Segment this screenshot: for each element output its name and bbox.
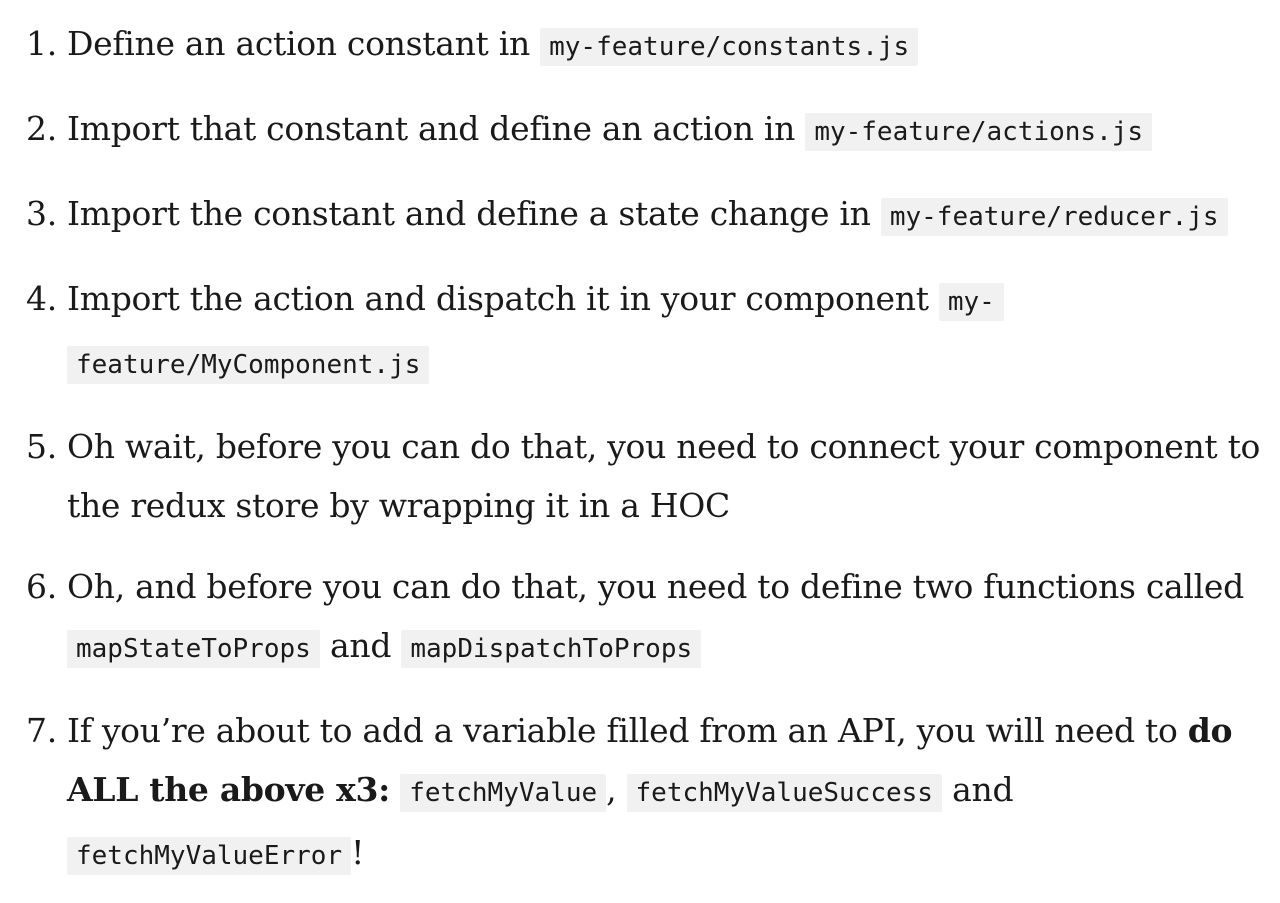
inline-code: my-feature/constants.js [540,28,919,66]
step-text: Import the action and dispatch it in you… [67,279,929,318]
list-number: 3. [26,194,57,233]
list-number: 5. [26,427,57,466]
list-item: 2. Import that constant and define an ac… [0,99,1270,162]
step-text: and [330,626,392,665]
list-item: 4. Import the action and dispatch it in … [0,269,1270,395]
step-text: Import that constant and define an actio… [67,109,796,148]
step-text: Import the constant and define a state c… [67,194,871,233]
list-item: 5. Oh wait, before you can do that, you … [0,417,1270,535]
list-item: 6. Oh, and before you can do that, you n… [0,557,1270,679]
inline-code: my- [938,283,1004,321]
bold-text: do ALL the above x3: [67,711,1233,809]
list-number: 4. [26,279,57,318]
step-text: If you’re about to add a variable filled… [67,711,1178,750]
inline-code: fetchMyValueSuccess [626,774,942,812]
separator-text: , [606,770,617,809]
inline-code: mapStateToProps [67,630,320,668]
list-number: 7. [26,711,57,750]
list-number: 1. [26,24,57,63]
step-text: Oh, and before you can do that, you need… [67,567,1244,606]
inline-code: mapDispatchToProps [401,630,702,668]
end-punctuation: ! [351,833,365,872]
inline-code: fetchMyValue [400,774,607,812]
step-text: Oh wait, before you can do that, you nee… [67,427,1261,525]
step-text: Define an action constant in [67,24,530,63]
list-item: 1. Define an action constant in my-featu… [0,14,1270,77]
list-number: 2. [26,109,57,148]
list-item: 7. If you’re about to add a variable fil… [0,701,1270,886]
list-item: 3. Import the constant and define a stat… [0,184,1270,247]
step-text: and [952,770,1014,809]
inline-code: my-feature/actions.js [805,113,1153,151]
inline-code: my-feature/reducer.js [880,198,1228,236]
inline-code: feature/MyComponent.js [67,346,430,384]
steps-list: 1. Define an action constant in my-featu… [0,14,1270,886]
list-number: 6. [26,567,57,606]
inline-code: fetchMyValueError [67,837,352,875]
